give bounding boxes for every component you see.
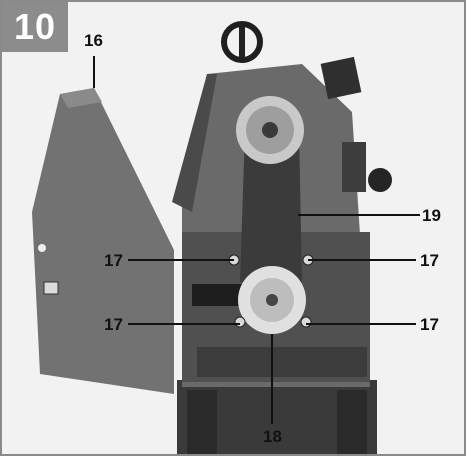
callout-17-upper-left: 17 <box>104 251 123 270</box>
bolt-lower-right <box>300 316 312 328</box>
callout-19: 19 <box>422 206 441 225</box>
handwheel <box>221 21 263 63</box>
side-bracket <box>342 142 366 192</box>
drive-belt <box>240 130 302 282</box>
upper-pulley-hub <box>262 122 278 138</box>
lower-pulley-hub <box>266 294 278 306</box>
base-foot-left <box>187 390 217 454</box>
belt-cover-door <box>32 88 174 394</box>
callout-17-lower-right: 17 <box>420 315 439 334</box>
door-top-edge <box>60 88 102 108</box>
tension-knob <box>368 168 392 192</box>
housing-side <box>172 74 217 212</box>
base-foot-right <box>337 390 367 454</box>
door-hole <box>38 244 46 252</box>
switch-box <box>320 56 362 100</box>
callout-17-upper-right: 17 <box>420 251 439 270</box>
door-latch <box>43 281 59 295</box>
callout-17-lower-left: 17 <box>104 315 123 334</box>
bolt-lower-left <box>234 316 246 328</box>
callout-16: 16 <box>84 31 103 50</box>
callout-18: 18 <box>263 427 282 446</box>
lower-tray <box>197 347 367 377</box>
motor-slot <box>192 284 247 306</box>
figure-number-badge: 10 <box>2 2 68 52</box>
